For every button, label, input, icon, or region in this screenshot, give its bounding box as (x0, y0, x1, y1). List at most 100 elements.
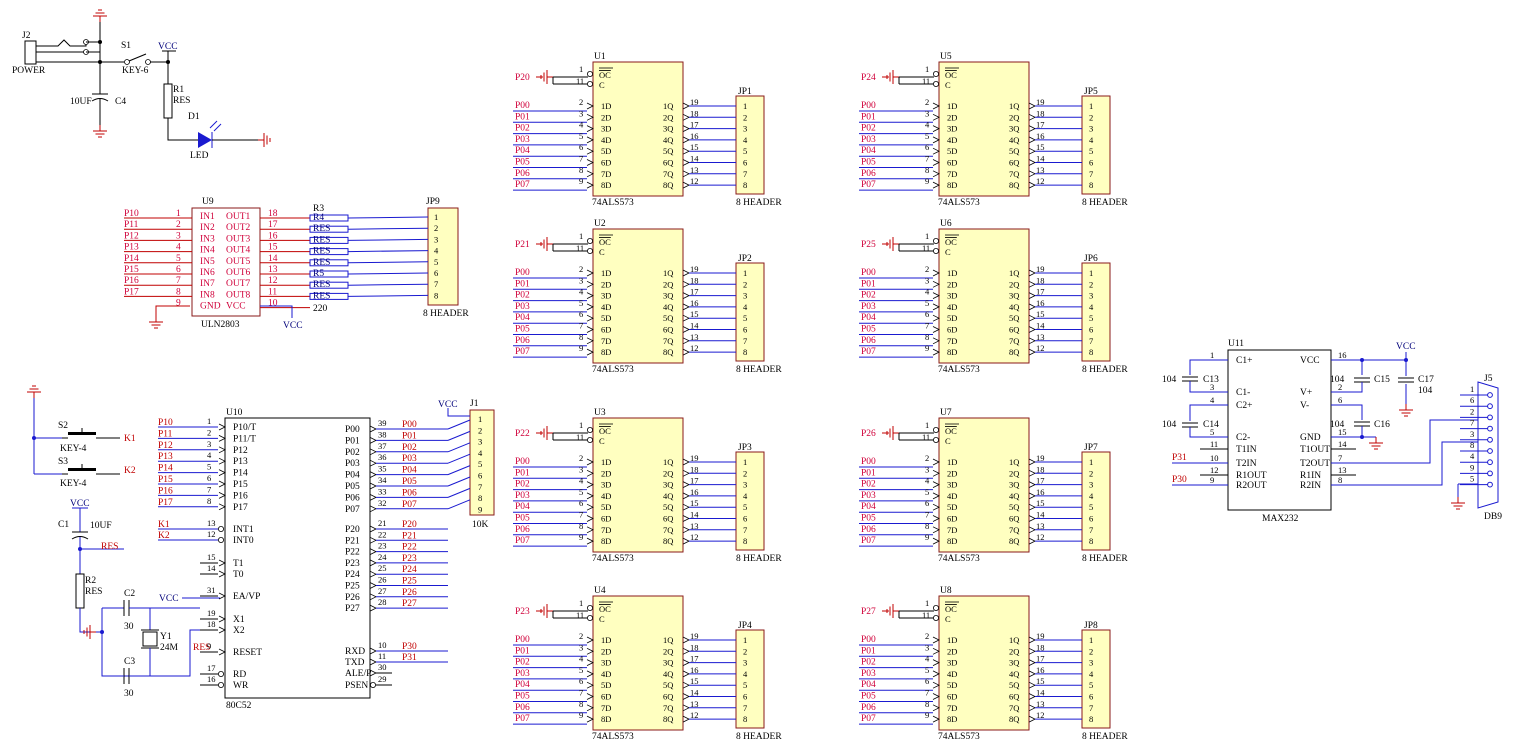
uln-out-num: 11 (268, 287, 277, 297)
latch-ref: U5 (940, 52, 952, 62)
db9-pin-num: 4 (1470, 451, 1475, 461)
s2-name: KEY-4 (60, 444, 87, 454)
latch-oc-label: OC (945, 426, 957, 436)
latch-in-net: P05 (861, 158, 876, 168)
uln-res-label: RES (313, 291, 330, 301)
header-pin-num: 5 (743, 680, 747, 690)
header-pin-num: 6 (1089, 514, 1093, 524)
mcu-right-name: P04 (345, 471, 360, 481)
mcu-left-num: 3 (207, 439, 211, 449)
header-pin-num: 3 (743, 658, 747, 668)
latch-out-num: 17 (690, 120, 699, 130)
latch-in-name: 6D (947, 325, 957, 335)
latch-in-num: 5 (925, 131, 929, 141)
latch-in-net: P03 (515, 669, 530, 679)
mcu-right-net: P05 (402, 477, 417, 487)
latch-out-name: 2Q (663, 279, 673, 289)
latch-in-name: 2D (947, 646, 957, 656)
latch-in-num: 2 (925, 631, 929, 641)
uln-res-label: R5 (313, 269, 324, 279)
latch-out-num: 17 (1036, 120, 1045, 130)
latch-out-num: 15 (1036, 142, 1045, 152)
c14-value: 104 (1162, 420, 1177, 430)
uln-out-name: OUT5 (226, 257, 251, 267)
mcu-left-num: 31 (207, 585, 216, 595)
max-left-num: 1 (1210, 350, 1214, 360)
header-pin-num: 5 (743, 313, 747, 323)
u10-body (224, 417, 371, 699)
latch-oc-bubble (587, 237, 594, 244)
mcu-left-num: 15 (207, 552, 216, 562)
header-pin-num: 5 (1089, 146, 1093, 156)
latch-in-net: P01 (861, 112, 876, 122)
latch-in-net: P07 (515, 180, 530, 190)
uln-in-name: IN1 (200, 212, 215, 222)
latch-in-net: P05 (515, 158, 530, 168)
latch-out-num: 13 (690, 699, 699, 709)
latch-in-num: 8 (579, 332, 583, 342)
latch-in-net: P07 (861, 347, 876, 357)
j1-section: J1 10K VCC (438, 399, 495, 530)
latch-out-name: 2Q (663, 646, 673, 656)
header-pin-num: 1 (743, 635, 747, 645)
mcu-left-net: K1 (158, 520, 170, 530)
uln-res-label: RES (313, 280, 330, 290)
c15-ref: C15 (1374, 375, 1390, 385)
mcu-right-name: P02 (345, 448, 360, 458)
latch-in-name: 3D (947, 480, 957, 490)
latch-in-net: P02 (861, 291, 876, 301)
mcu-right-num: 23 (378, 541, 387, 551)
latch-in-num: 2 (925, 453, 929, 463)
latch-in-num: 8 (925, 521, 929, 531)
max-right-num: 6 (1338, 395, 1342, 405)
latch-in-num: 3 (925, 108, 929, 118)
latch-out-num: 18 (1036, 108, 1045, 118)
latch-body (938, 595, 1030, 731)
latch-in-name: 4D (947, 135, 957, 145)
uln-in-num: 9 (176, 299, 181, 309)
latch-in-net: P06 (515, 169, 530, 179)
latch-c-num: 11 (922, 243, 930, 253)
latch-in-name: 8D (601, 180, 611, 190)
latch-oc-num: 1 (579, 420, 583, 430)
latch-out-num: 17 (1036, 287, 1045, 297)
s3-name: KEY-4 (60, 479, 87, 489)
header-body (735, 95, 765, 195)
mcu-left-net: P10 (158, 418, 173, 428)
latch-part: 74ALS573 (938, 732, 980, 742)
header-pin-num: 5 (743, 146, 747, 156)
latch-out-num: 18 (690, 642, 699, 652)
r2-name: RES (85, 587, 102, 597)
latch-in-num: 9 (579, 176, 583, 186)
mcu-left-net: P13 (158, 452, 173, 462)
c4-ref: C4 (115, 97, 126, 107)
latch-out-num: 16 (1036, 487, 1045, 497)
header-pin-num: 3 (1089, 291, 1093, 301)
u10-part: 80C52 (226, 701, 252, 711)
max-left-num: 10 (1210, 453, 1219, 463)
latch-in-net: P04 (515, 313, 530, 323)
header-pin-num: 6 (743, 158, 747, 168)
latch-out-num: 12 (1036, 176, 1045, 186)
uln-out-num: 18 (268, 209, 278, 219)
header-pin-num: 5 (743, 502, 747, 512)
latch-out-name: 4Q (663, 135, 673, 145)
header-pin-num: 8 (1089, 536, 1093, 546)
jp9-pin-num: 7 (434, 279, 438, 289)
latch-in-num: 6 (925, 142, 929, 152)
header-part: 8 HEADER (736, 365, 782, 375)
latch-out-name: 5Q (663, 313, 673, 323)
latch-in-name: 3D (947, 124, 957, 134)
latch-in-name: 6D (601, 514, 611, 524)
latch-oc-num: 1 (579, 598, 583, 608)
uln-out-name: OUT3 (226, 234, 251, 244)
mcu-right-net: P02 (402, 443, 417, 453)
latch-in-net: P04 (515, 502, 530, 512)
latch-in-num: 7 (579, 154, 583, 164)
c13-ref: C13 (1203, 375, 1219, 385)
mcu-right-net: P31 (402, 653, 417, 663)
header-pin-num: 2 (1089, 112, 1093, 122)
max-right-num: 13 (1338, 465, 1347, 475)
